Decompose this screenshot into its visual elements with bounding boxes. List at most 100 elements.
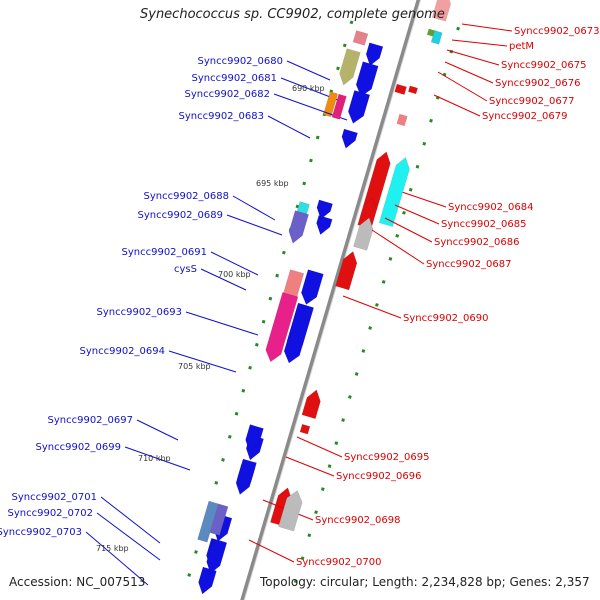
tick-dot-1-500 — [320, 487, 325, 492]
reverse-gene-Syncc9902_0696 — [299, 423, 311, 435]
genome-backbone — [240, 0, 421, 600]
tick-dot-0-332 — [268, 296, 273, 301]
reverse-leader-12 — [285, 456, 335, 477]
forward-gene-Syncc9902_0691 — [316, 199, 333, 220]
reverse-gene-Syncc9902_0676 — [394, 83, 407, 95]
tick-dot-0-380 — [254, 342, 259, 347]
forward-gene-label: Syncc9902_0682 — [185, 89, 271, 100]
forward-gene-Syncc9902_0693 — [265, 292, 299, 363]
forward-marker-2 — [347, 90, 371, 124]
kbp-tick-label: 710 kbp — [138, 454, 171, 463]
forward-marker-1 — [355, 61, 379, 97]
reverse-gene-Syncc9902_0679 — [396, 113, 408, 127]
forward-gene-Syncc9902_0697 — [245, 424, 264, 452]
reverse-gene-label: Syncc9902_0686 — [434, 237, 520, 248]
reverse-leader-7 — [394, 204, 440, 225]
reverse-leader-14 — [248, 539, 295, 563]
tick-dot-1-332 — [368, 326, 373, 330]
tick-dot-0-620 — [187, 573, 192, 577]
reverse-gene-label: Syncc9902_0676 — [495, 78, 581, 89]
forward-marker-5 — [301, 269, 324, 305]
tick-dot-0-44 — [349, 20, 354, 25]
tick-dot-1-20 — [456, 26, 460, 31]
tick-dot-0-428 — [241, 388, 246, 393]
forward-gene-label: Syncc9902_0688 — [144, 191, 230, 202]
reverse-leader-6 — [395, 189, 447, 208]
tick-dot-1-236 — [395, 233, 400, 238]
reverse-leader-9 — [371, 229, 425, 265]
genome-title: Synechococcus sp. CC9902, complete genom… — [140, 7, 445, 22]
tick-dot-0-236 — [295, 204, 300, 209]
forward-gene-label: Syncc9902_0680 — [198, 56, 284, 67]
forward-gene-Syncc9902_0682 — [323, 91, 339, 118]
forward-gene-label: Syncc9902_0703 — [0, 527, 82, 538]
kbp-tick-label: 715 kbp — [96, 544, 129, 553]
tick-dot-1-356 — [361, 349, 366, 353]
forward-gene-label: Syncc9902_0683 — [179, 111, 265, 122]
tick-dot-0-356 — [261, 319, 266, 324]
reverse-gene-Syncc9902_0690 — [335, 251, 358, 291]
tick-dot-1-476 — [327, 464, 332, 468]
reverse-leader-8 — [384, 217, 433, 243]
tick-dot-1-548 — [307, 533, 312, 538]
forward-leader-0 — [286, 60, 331, 81]
accession-label: Accession: NC_007513 — [9, 575, 146, 589]
reverse-leader-0 — [461, 23, 513, 32]
reverse-gene-label: Syncc9902_0690 — [403, 313, 489, 324]
reverse-gene-label: petM — [509, 41, 534, 52]
reverse-gene-label: Syncc9902_0700 — [296, 557, 382, 568]
tick-dot-1-404 — [348, 395, 352, 399]
tick-dot-0-188 — [309, 158, 313, 163]
forward-gene-Syncc9902_0680 — [352, 30, 369, 46]
tick-dot-1-116 — [429, 118, 433, 123]
reverse-leader-5 — [433, 94, 481, 117]
genome-backbone-highlight — [243, 0, 422, 600]
kbp-tick-label: 695 kbp — [256, 179, 289, 188]
tick-dot-1-188 — [408, 187, 413, 192]
forward-leader-5 — [226, 214, 283, 236]
tick-dot-1-596 — [293, 579, 298, 584]
forward-leader-4 — [232, 195, 276, 221]
kbp-tick-label: 700 kbp — [218, 270, 251, 279]
reverse-gene-label: Syncc9902_0695 — [344, 452, 430, 463]
forward-gene-Syncc9902_0699 — [237, 458, 257, 491]
forward-gene-Syncc9902_0702 — [209, 503, 229, 536]
forward-leader-12 — [100, 496, 161, 544]
reverse-leader-2 — [446, 49, 500, 66]
forward-leader-9 — [168, 350, 237, 373]
tick-dot-0-284 — [282, 250, 286, 255]
reverse-gene-label: Syncc9902_0696 — [336, 471, 422, 482]
forward-gene-label: Syncc9902_0701 — [12, 492, 98, 503]
kbp-tick-label: 690 kbp — [292, 84, 325, 93]
tick-dot-1-308 — [375, 303, 379, 307]
forward-gene-label: Syncc9902_0697 — [48, 415, 134, 426]
tick-dot-1-524 — [314, 510, 318, 515]
reverse-gene-label: Syncc9902_0687 — [426, 259, 512, 270]
reverse-gene-label: Syncc9902_0698 — [315, 515, 401, 526]
genome-summary: Topology: circular; Length: 2,234,828 bp… — [260, 575, 590, 589]
forward-gene-Syncc9902_0694 — [283, 302, 314, 364]
forward-gene-Syncc9902_0703 — [206, 538, 228, 574]
forward-marker-3 — [341, 128, 358, 149]
forward-gene-label: Syncc9902_0693 — [97, 307, 183, 318]
tick-dot-0-476 — [227, 434, 232, 439]
forward-gene-Syncc9902_0681 — [339, 48, 361, 86]
forward-leader-13 — [96, 512, 161, 561]
forward-leader-11 — [124, 446, 191, 471]
tick-dot-1-428 — [341, 418, 345, 422]
forward-leader-8 — [185, 311, 259, 336]
tick-dot-1-212 — [402, 210, 406, 215]
tick-dot-1-164 — [415, 164, 420, 169]
tick-dot-1-260 — [388, 257, 393, 261]
tick-dot-0-308 — [275, 273, 279, 278]
forward-gene-Syncc9902_0701 — [197, 500, 219, 543]
reverse-gene-Syncc9902_0677 — [407, 85, 418, 95]
reverse-gene-label: Syncc9902_0679 — [482, 111, 568, 122]
reverse-gene-label: Syncc9902_0673 — [514, 26, 600, 37]
forward-gene-Syncc9902_0689 — [288, 210, 309, 244]
forward-marker-4 — [316, 215, 333, 236]
tick-dot-0-212 — [302, 181, 307, 186]
reverse-leader-10 — [342, 295, 402, 319]
reverse-gene-Syncc9902_0687 — [353, 217, 374, 251]
reverse-gene-label: Syncc9902_0675 — [501, 60, 587, 71]
